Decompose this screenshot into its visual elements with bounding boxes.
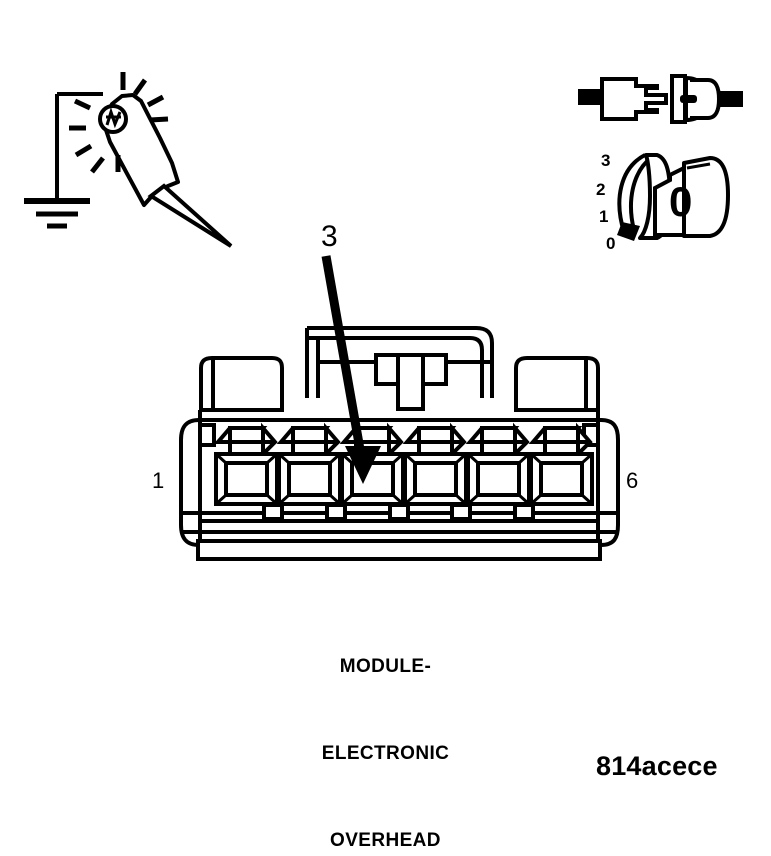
terminal-cavity-5[interactable] xyxy=(465,422,531,506)
caption-line-1: MODULE- xyxy=(339,656,432,677)
caption-line-2: ELECTRONIC xyxy=(321,743,450,764)
ground-lead-wire xyxy=(55,92,103,200)
bulb-icon xyxy=(98,104,128,134)
key-head-glyph-label: 0 xyxy=(669,178,693,225)
test-light-probe-group xyxy=(24,72,233,248)
key-position-label-3: 3 xyxy=(601,151,611,170)
figure-code-label: 814acece xyxy=(596,751,718,781)
disconnected-connector-symbol xyxy=(578,74,743,124)
pin-number-right-label: 6 xyxy=(626,468,639,493)
key-position-label-0: 0 xyxy=(606,234,616,253)
connector-center-tab xyxy=(318,353,492,411)
terminal-cavity-4[interactable] xyxy=(402,422,468,506)
electronic-overhead-module-connector xyxy=(179,326,620,561)
terminal-cavity-6[interactable] xyxy=(528,422,594,506)
pin-number-left-label: 1 xyxy=(152,468,165,493)
terminal-cavity-3[interactable] xyxy=(339,422,405,506)
probe-needle-tip xyxy=(147,183,233,248)
ignition-key-switch-symbol xyxy=(617,153,730,241)
callout-number-label: 3 xyxy=(321,220,338,253)
connector-latch-arm xyxy=(305,326,494,398)
chassis-ground-icon xyxy=(24,198,90,229)
callout-arrow-to-cavity-3 xyxy=(321,255,381,484)
connector-left-shoulder xyxy=(199,356,284,412)
key-position-label-1: 1 xyxy=(599,207,609,226)
caption-line-3: OVERHEAD xyxy=(330,830,441,851)
terminal-cavity-2[interactable] xyxy=(276,422,342,506)
terminal-cavity-1[interactable] xyxy=(213,422,279,506)
connector-right-shoulder xyxy=(514,356,600,412)
light-rays-icon xyxy=(69,72,169,174)
connector-caption: MODULE- ELECTRONIC OVERHEAD xyxy=(0,594,771,856)
key-position-label-2: 2 xyxy=(596,180,606,199)
